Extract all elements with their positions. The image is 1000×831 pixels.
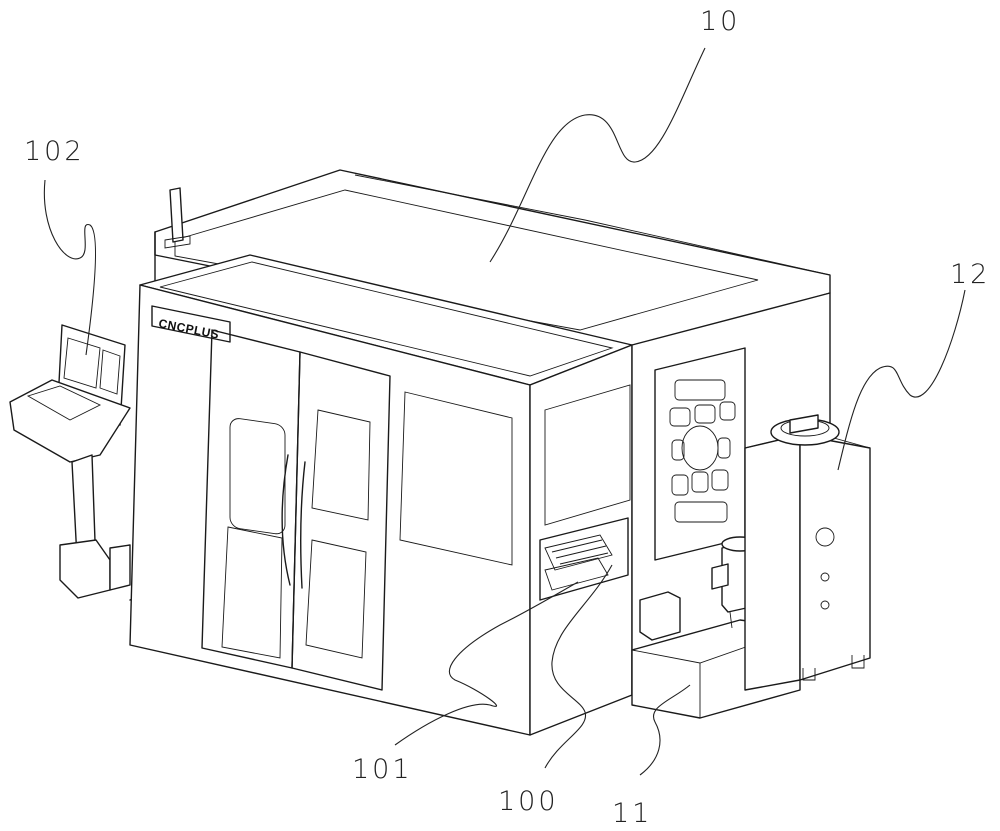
label-100: 100	[498, 786, 559, 817]
side-cabinet	[745, 415, 870, 690]
label-11: 11	[612, 798, 652, 829]
leader-12	[838, 290, 965, 470]
label-101: 101	[352, 754, 413, 785]
label-102: 102	[24, 136, 85, 167]
label-10: 10	[700, 6, 740, 37]
label-12: 12	[950, 259, 990, 290]
control-panel	[10, 325, 130, 598]
